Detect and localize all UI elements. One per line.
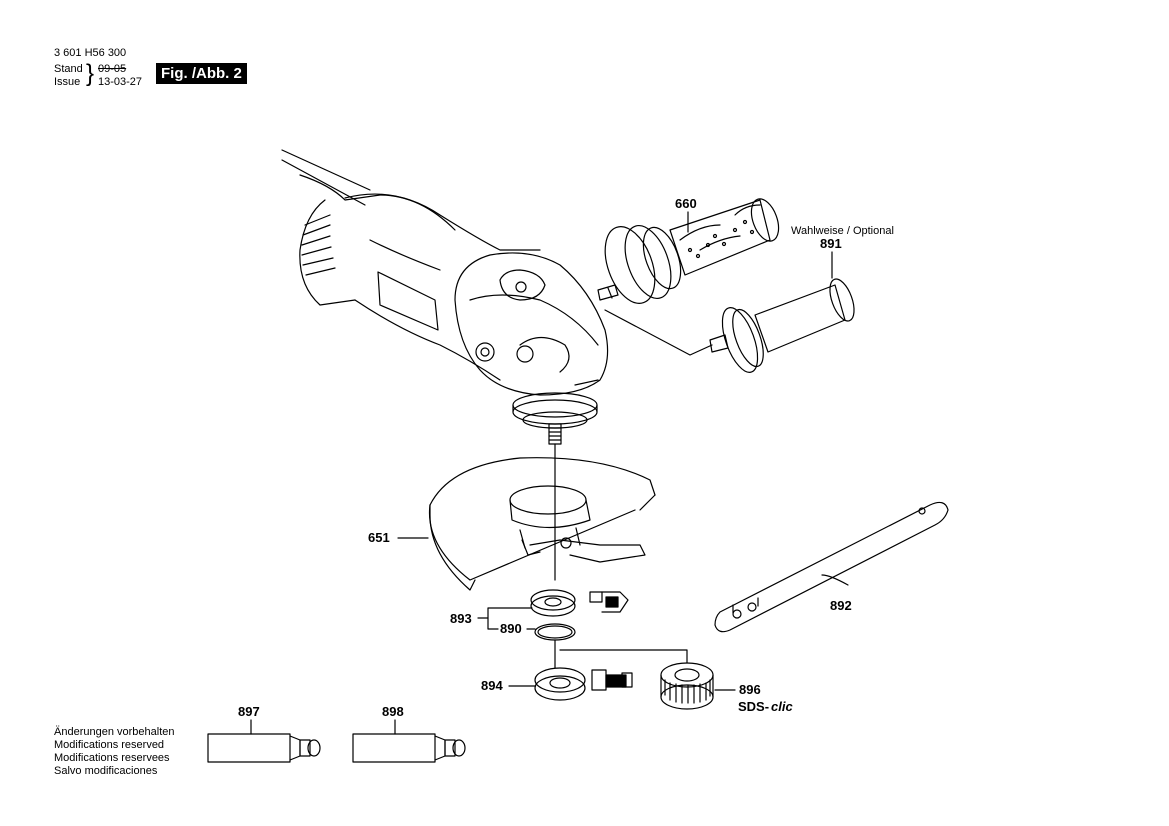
wheel-guard-651 — [428, 457, 656, 591]
angle-grinder — [281, 149, 609, 445]
note-en: Modifications reserved — [54, 739, 165, 751]
label-898: 898 — [382, 704, 404, 719]
label-sds: SDS- — [738, 699, 769, 714]
label-892: 892 — [830, 598, 852, 613]
label-891: 891 — [820, 236, 842, 251]
label-896: 896 — [739, 682, 761, 697]
nut-894 — [534, 667, 633, 701]
leader-893 — [477, 607, 533, 619]
nut-896 — [660, 662, 714, 710]
part-number: 3 601 H56 300 — [54, 47, 127, 59]
label-sds-clic: clic — [771, 699, 793, 714]
leader-892 — [821, 574, 849, 586]
note-es: Salvo modificaciones — [54, 765, 158, 777]
tube-897 — [207, 733, 321, 763]
flange-893 — [530, 589, 629, 617]
label-894: 894 — [481, 678, 503, 693]
note-fr: Modifications reservees — [54, 752, 170, 764]
label-optional: Wahlweise / Optional — [791, 225, 894, 237]
side-handle-891 — [604, 278, 855, 373]
spanner-892 — [714, 501, 949, 633]
label-660: 660 — [675, 196, 697, 211]
label-897: 897 — [238, 704, 260, 719]
issue-label: Issue — [54, 76, 81, 88]
label-651: 651 — [368, 530, 390, 545]
side-handle-660 — [597, 198, 780, 304]
leader-893-lower — [487, 617, 499, 630]
new-date: 13-03-27 — [98, 76, 143, 88]
ring-890 — [534, 623, 576, 641]
tube-898 — [352, 733, 466, 763]
stand-label: Stand — [54, 63, 83, 75]
label-890: 890 — [500, 621, 522, 636]
note-de: Änderungen vorbehalten — [54, 726, 175, 738]
label-893: 893 — [450, 611, 472, 626]
notes: Änderungen vorbehalten Modifications res… — [54, 726, 174, 778]
figure-badge: Fig. /Abb. 2 — [156, 63, 247, 84]
old-date: 09-05 — [98, 63, 127, 75]
brace-icon: } — [86, 60, 95, 87]
axis-branch-896 — [559, 649, 688, 664]
